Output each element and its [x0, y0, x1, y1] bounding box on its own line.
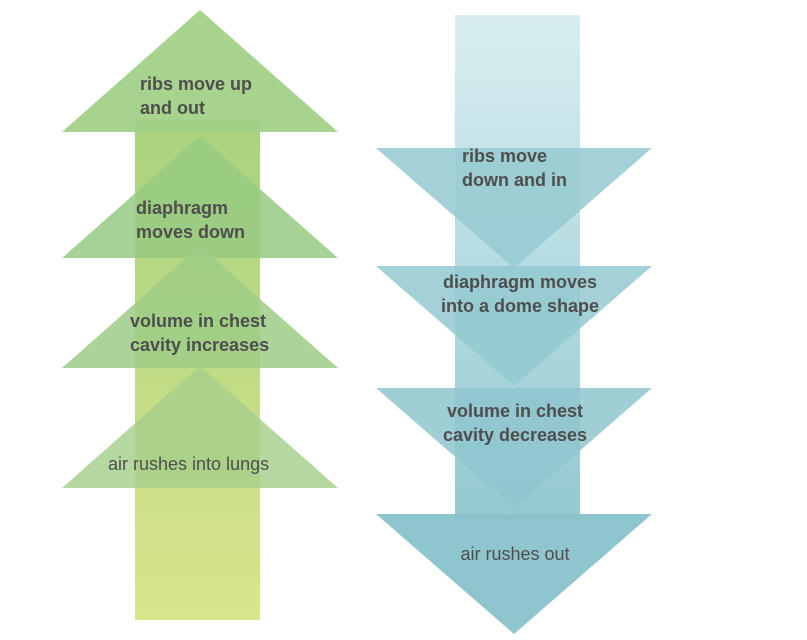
inhale-arrowhead-4	[62, 366, 338, 488]
exhale-step-3-label: volume in chest cavity decreases	[442, 401, 588, 445]
exhale-arrowhead-1	[376, 148, 652, 268]
exhale-arrows	[376, 15, 652, 634]
exhale-arrowhead-3	[376, 388, 652, 508]
inhale-arrows	[62, 10, 338, 620]
inhale-arrowhead-2	[62, 136, 338, 258]
exhale-step-2-label: diaphragm moves into a dome shape	[440, 272, 600, 316]
inhale-step-4-label: air rushes into lungs	[108, 454, 270, 474]
inhale-step-1-label: ribs move up and out	[140, 74, 253, 118]
exhale-step-1-label: ribs move down and in	[462, 146, 567, 190]
exhale-step-4-label: air rushes out	[460, 544, 570, 564]
inhale-arrowhead-3	[62, 246, 338, 368]
exhale-arrowhead-2	[376, 266, 652, 386]
exhale-arrowhead-4	[376, 514, 652, 634]
inhale-arrowhead-1	[62, 10, 338, 132]
inhale-step-2-label: diaphragm moves down	[136, 198, 246, 242]
inhale-step-3-label: volume in chest cavity increases	[130, 311, 270, 355]
